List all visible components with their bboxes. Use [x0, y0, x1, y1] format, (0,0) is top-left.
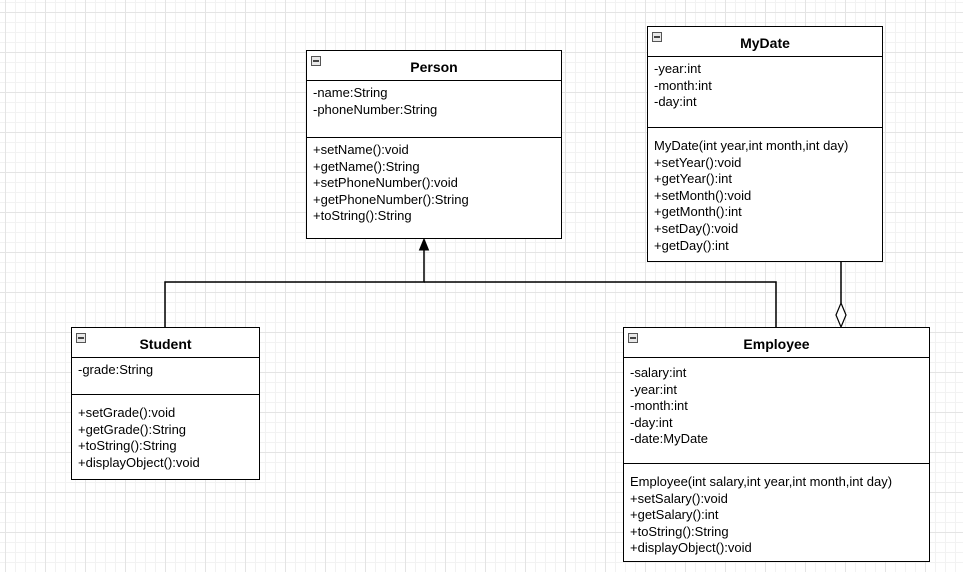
- method: +setSalary():void: [630, 490, 728, 506]
- method: +getGrade():String: [78, 421, 187, 437]
- generalization-line-employee-person[interactable]: [424, 281, 777, 327]
- methods-section: MyDate(int year,int month,int day) +setY…: [648, 127, 882, 258]
- aggregation-diamond: [835, 301, 847, 329]
- attributes-section: -year:int -month:int -day:int: [648, 57, 882, 127]
- attribute: -date:MyDate: [630, 431, 709, 447]
- attribute: -year:int: [654, 61, 701, 76]
- method: +setPhoneNumber():void: [313, 175, 458, 191]
- collapse-icon[interactable]: [628, 333, 638, 343]
- method: +displayObject():void: [630, 540, 752, 556]
- class-mydate[interactable]: MyDate -year:int -month:int -day:int MyD…: [647, 26, 883, 262]
- class-header: Person: [307, 51, 561, 81]
- attribute: -month:int: [654, 77, 712, 93]
- collapse-icon[interactable]: [311, 56, 321, 66]
- class-person[interactable]: Person -name:String -phoneNumber:String …: [306, 50, 562, 239]
- method: +setDay():void: [654, 220, 739, 236]
- attribute: -phoneNumber:String: [313, 101, 438, 117]
- method: +getYear():int: [654, 171, 732, 187]
- class-name: Student: [139, 336, 192, 352]
- method: +setGrade():void: [78, 405, 176, 420]
- class-name: MyDate: [740, 35, 790, 51]
- method: +setYear():void: [654, 154, 742, 170]
- method: +toString():String: [78, 438, 177, 454]
- method: +toString():String: [630, 523, 729, 539]
- attribute: -day:int: [654, 94, 697, 110]
- constructor: MyDate(int year,int month,int day): [654, 138, 849, 153]
- methods-section: Employee(int salary,int year,int month,i…: [624, 463, 929, 561]
- collapse-icon[interactable]: [76, 333, 86, 343]
- method: +setName():void: [313, 142, 409, 157]
- method: +toString():String: [313, 208, 412, 224]
- class-header: Employee: [624, 328, 929, 358]
- method: +getDay():int: [654, 237, 729, 253]
- attribute: -day:int: [630, 414, 673, 430]
- class-name: Person: [410, 59, 458, 75]
- class-employee[interactable]: Employee -salary:int -year:int -month:in…: [623, 327, 930, 562]
- attribute: -grade:String: [78, 362, 154, 377]
- method: +displayObject():void: [78, 454, 200, 470]
- attribute: -year:int: [630, 381, 677, 397]
- attribute: -month:int: [630, 398, 688, 414]
- method: +setMonth():void: [654, 187, 752, 203]
- attribute: -name:String: [313, 85, 388, 100]
- collapse-icon[interactable]: [652, 32, 662, 42]
- generalization-arrowhead: [418, 237, 430, 251]
- class-header: Student: [72, 328, 259, 358]
- attributes-section: -name:String -phoneNumber:String: [307, 81, 561, 137]
- method: +getSalary():int: [630, 507, 719, 523]
- class-student[interactable]: Student -grade:String +setGrade():void +…: [71, 327, 260, 480]
- methods-section: +setGrade():void +getGrade():String +toS…: [72, 394, 259, 475]
- method: +getName():String: [313, 158, 420, 174]
- class-header: MyDate: [648, 27, 882, 57]
- method: +getPhoneNumber():String: [313, 191, 469, 207]
- attributes-section: -salary:int -year:int -month:int -day:in…: [624, 358, 929, 463]
- generalization-line-student-person[interactable]: [164, 244, 425, 327]
- constructor: Employee(int salary,int year,int month,i…: [630, 474, 893, 489]
- methods-section: +setName():void +getName():String +setPh…: [307, 137, 561, 229]
- attribute: -salary:int: [630, 365, 687, 380]
- method: +getMonth():int: [654, 204, 742, 220]
- attributes-section: -grade:String: [72, 358, 259, 394]
- class-name: Employee: [743, 336, 810, 352]
